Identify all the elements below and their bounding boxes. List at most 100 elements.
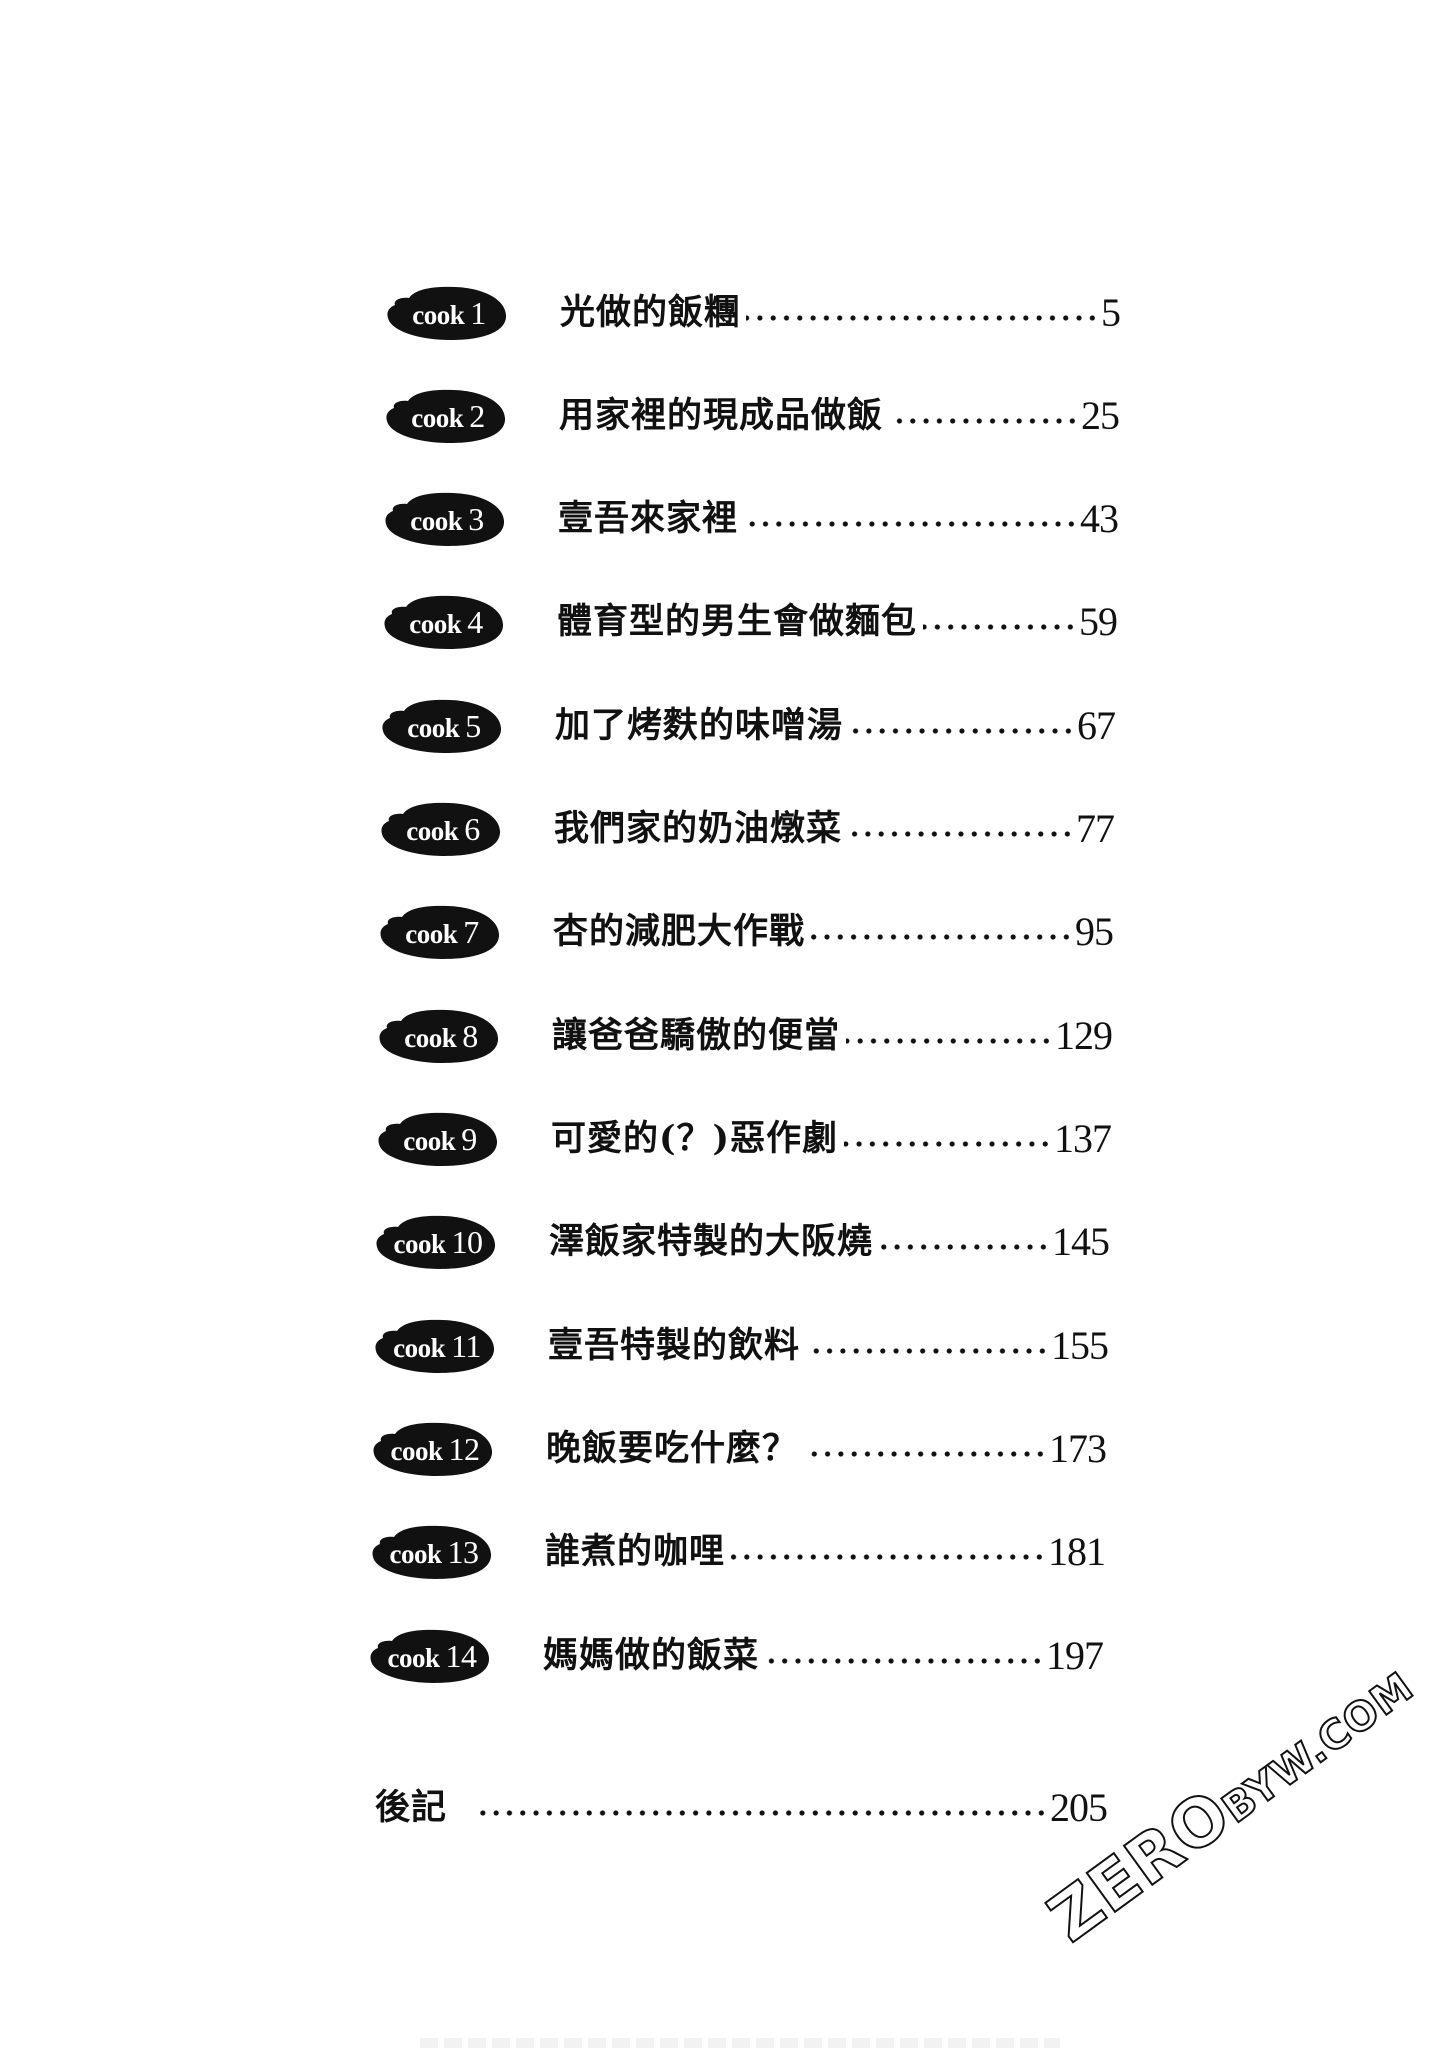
dot-leader [804, 1450, 1047, 1458]
badge-number: 2 [469, 397, 485, 434]
dot-leader [811, 933, 1073, 941]
page-number: 197 [1046, 1636, 1103, 1676]
toc-entry: 我們家的奶油燉菜 77 [554, 809, 1114, 849]
blob-badge-icon [378, 1112, 498, 1166]
chapter-title: 我們家的奶油燉菜 [554, 809, 843, 849]
chapter-title: 媽媽做的飯菜 [543, 1636, 760, 1676]
badge-number: 12 [448, 1430, 481, 1467]
chapter-title: 可愛的(？)惡作劇 [551, 1119, 839, 1159]
page-number: 77 [1076, 809, 1114, 849]
blob-badge-icon [375, 1319, 495, 1373]
badge-number: 5 [465, 707, 481, 744]
blob-badge-icon [386, 389, 506, 443]
toc-entry: 讓爸爸驕傲的便當 129 [552, 1016, 1112, 1056]
badge-label: cook [411, 402, 464, 433]
toc-entry: 可愛的(？)惡作劇 137 [551, 1119, 1111, 1159]
dot-leader [765, 1657, 1044, 1665]
toc-entry: 加了烤麩的味噌湯 67 [555, 706, 1115, 746]
page-number: 173 [1049, 1429, 1106, 1469]
badge-label: cook [404, 1022, 457, 1053]
badge-label: cook [407, 712, 460, 743]
badge-number: 7 [463, 913, 479, 950]
blob-badge-icon [379, 1009, 499, 1063]
blob-badge-icon [381, 802, 501, 856]
blob-badge-icon [376, 1215, 496, 1269]
dot-leader [879, 1243, 1050, 1251]
scan-bleed-through [420, 2038, 1060, 2048]
toc-entry: 媽媽做的飯菜 197 [543, 1636, 1103, 1676]
badge-number: 9 [461, 1120, 477, 1157]
toc-entry: 壹吾來家裡 43 [558, 499, 1118, 539]
toc-entry: 杏的減肥大作戰 95 [553, 912, 1113, 952]
blob-badge-icon [387, 286, 507, 340]
toc-entry: 晚飯要吃什麼？ 173 [546, 1429, 1106, 1469]
toc-entry: 誰煮的咖哩 181 [545, 1532, 1105, 1572]
toc-entry: 後記 205 [375, 1788, 1107, 1828]
badge-label: cook [390, 1435, 444, 1466]
page-number: 145 [1052, 1222, 1109, 1262]
dot-leader [806, 1347, 1049, 1355]
blob-badge-icon [385, 492, 505, 546]
badge-label: cook [409, 608, 462, 639]
page-number: 137 [1054, 1119, 1111, 1159]
blob-badge-icon [380, 905, 500, 959]
dot-leader [844, 1140, 1052, 1148]
page-number: 25 [1081, 396, 1119, 436]
toc-entry: 壹吾特製的飲料 155 [548, 1326, 1108, 1366]
chapter-title: 壹吾特製的飲料 [548, 1326, 801, 1366]
chapter-title: 杏的減肥大作戰 [553, 912, 806, 952]
badge-number: 11 [451, 1327, 481, 1364]
badge-number: 1 [470, 294, 486, 331]
page-number: 59 [1079, 602, 1117, 642]
page-number: 205 [1050, 1788, 1107, 1828]
chapter-title: 晚飯要吃什麼？ [546, 1429, 799, 1469]
dot-leader [744, 520, 1078, 528]
page-number: 43 [1080, 499, 1118, 539]
page-number: 5 [1101, 293, 1120, 333]
afterword-title: 後記 [375, 1788, 448, 1828]
blob-badge-icon [382, 699, 502, 753]
dot-leader [849, 727, 1075, 735]
toc-entry: 體育型的男生會做麵包 59 [557, 602, 1117, 642]
badge-number: 4 [467, 603, 483, 640]
blob-badge-icon [373, 1422, 493, 1476]
toc-entry: 澤飯家特製的大阪燒 145 [549, 1222, 1109, 1262]
toc-row-afterword[interactable]: 後記 205 [375, 1780, 1107, 1836]
badge-number: 10 [451, 1223, 484, 1260]
badge-label: cook [406, 815, 459, 846]
chapter-title: 澤飯家特製的大阪燒 [549, 1222, 874, 1262]
chapter-title: 光做的飯糰 [560, 293, 741, 333]
toc-entry: 用家裡的現成品做飯 25 [559, 396, 1119, 436]
badge-label: cook [412, 299, 465, 330]
badge-label: cook [389, 1538, 443, 1569]
dot-leader [848, 830, 1074, 838]
badge-number: 6 [464, 810, 480, 847]
blob-badge-icon [372, 1525, 492, 1579]
badge-label: cook [403, 1125, 456, 1156]
